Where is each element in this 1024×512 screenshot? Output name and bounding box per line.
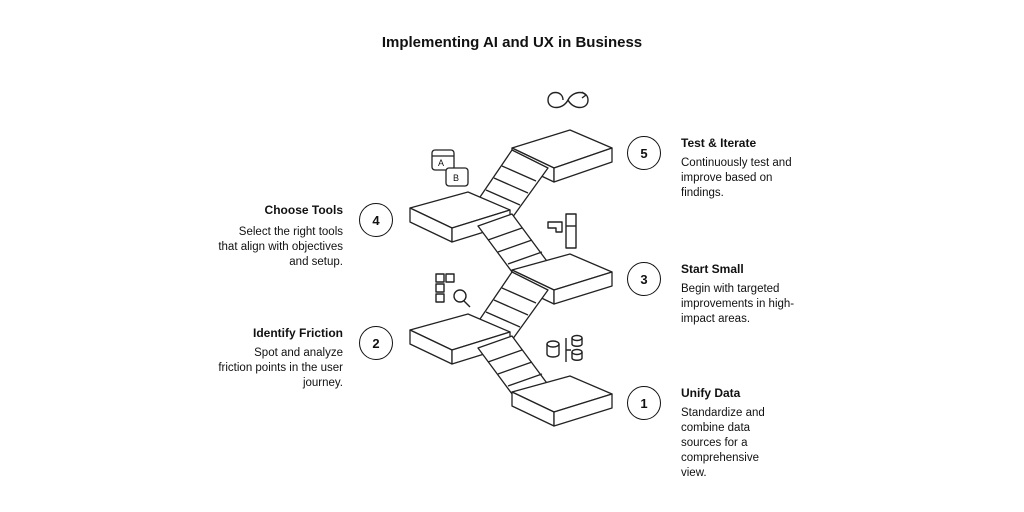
- step-1-title: Unify Data: [681, 386, 741, 400]
- step-4-description: Select the right tools that align with o…: [218, 226, 343, 268]
- page-title: Implementing AI and UX in Business: [381, 34, 643, 51]
- stairs-4-5: [477, 149, 549, 219]
- step-1-description: Standardize and combine data sources for…: [681, 407, 765, 479]
- ab-test-icon: [431, 149, 469, 187]
- step-3-description: Begin with targeted improvements in high…: [681, 283, 795, 325]
- ab-icon-label-b: B: [453, 173, 460, 183]
- step-4-badge: 4: [359, 203, 393, 237]
- database-icon: [546, 334, 583, 362]
- step-5-badge: 5: [627, 136, 661, 170]
- infinity-loop-icon: [547, 91, 589, 109]
- step-5-description: Continuously test and improve based on f…: [681, 157, 792, 199]
- landing-1: [511, 375, 613, 427]
- step-2-badge: 2: [359, 326, 393, 360]
- step-5-title: Test & Iterate: [681, 136, 757, 150]
- step-3-badge: 3: [627, 262, 661, 296]
- step-1-badge: 1: [627, 386, 661, 420]
- step-3-title: Start Small: [681, 262, 744, 276]
- tools-icon: [547, 213, 577, 249]
- step-2-description: Spot and analyze friction points in the …: [218, 347, 343, 389]
- step-4-title: Choose Tools: [264, 203, 343, 217]
- step-2-title: Identify Friction: [253, 326, 343, 340]
- grid-search-icon: [435, 273, 471, 308]
- ab-icon-label-a: A: [438, 158, 445, 168]
